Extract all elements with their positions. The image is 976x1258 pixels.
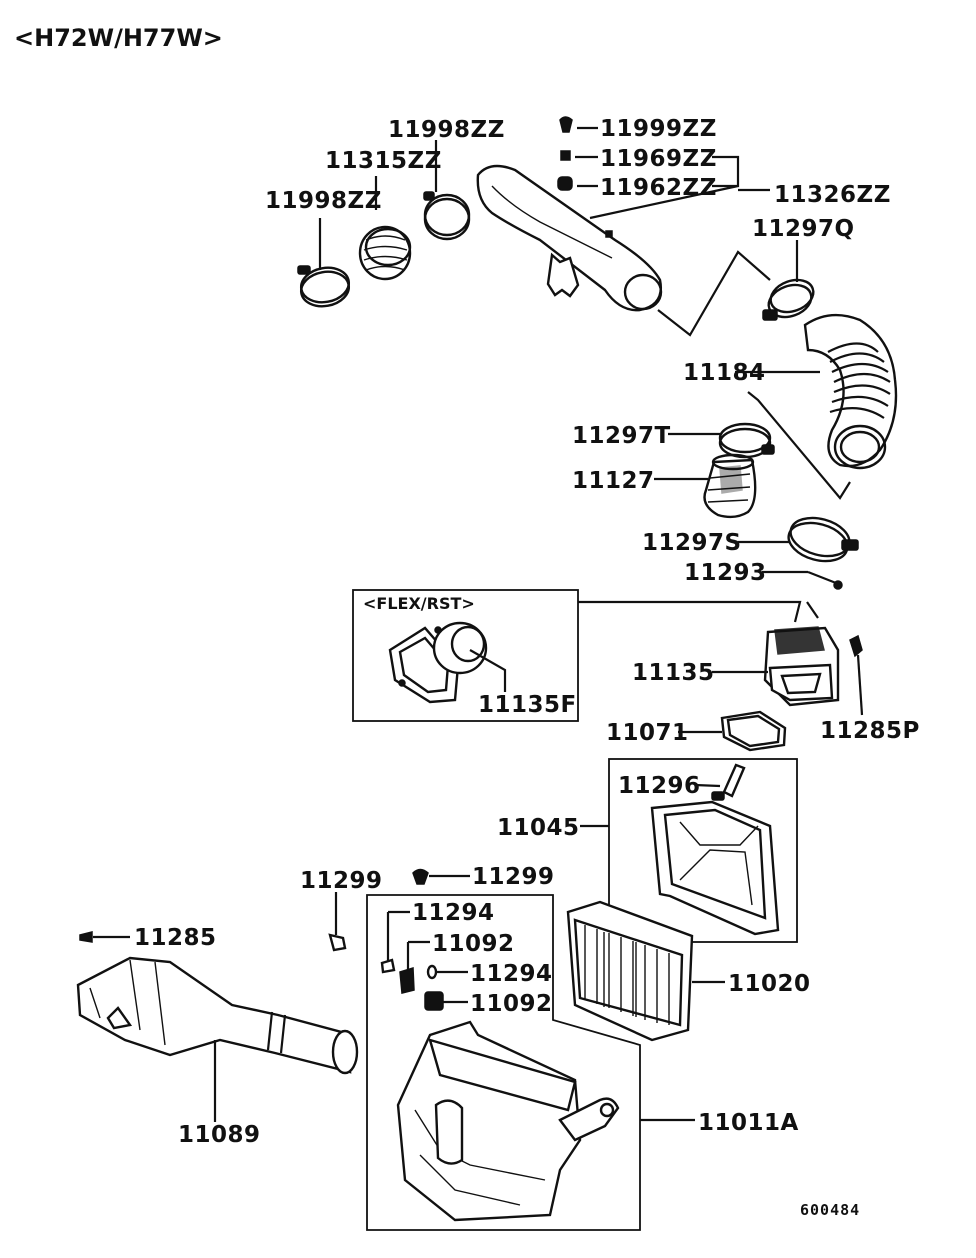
air-guide-11127-drawing (703, 453, 757, 519)
clamp-11297q-drawing (762, 278, 815, 321)
label-11184: 11184 (683, 360, 766, 386)
label-11969zz: 11969ZZ (600, 146, 717, 172)
label-11299-left: 11299 (300, 868, 383, 894)
airflow-sensor-11135f-drawing (388, 621, 488, 704)
model-header: <H72W/H77W> (14, 24, 223, 52)
cover-group-box (608, 758, 798, 943)
bolt-11293-drawing (807, 570, 843, 590)
filter-element-11020-drawing (566, 900, 694, 1042)
label-11297t: 11297T (572, 423, 671, 449)
label-11011a: 11011A (698, 1110, 799, 1136)
small-parts-drawing (557, 116, 573, 191)
intake-pipe-drawing (476, 164, 663, 312)
label-11293: 11293 (684, 560, 767, 586)
clamp-11297t-drawing (718, 422, 775, 459)
label-11127: 11127 (572, 468, 655, 494)
air-cleaner-cover-11045-drawing (650, 800, 780, 936)
label-11998zz-right: 11998ZZ (388, 117, 505, 143)
flex-rst-inset-label: <FLEX/RST> (363, 594, 475, 613)
label-11315zz: 11315ZZ (325, 148, 442, 174)
air-duct-11089-drawing (76, 956, 359, 1075)
label-11326zz: 11326ZZ (774, 182, 891, 208)
hose-11315zz-drawing (358, 225, 412, 281)
gasket-11071-drawing (720, 710, 787, 752)
label-11135f: 11135F (478, 692, 577, 718)
label-11135: 11135 (632, 660, 715, 686)
label-11297s: 11297S (642, 530, 742, 556)
label-11285p: 11285P (820, 718, 920, 744)
clamp-11998zz-right-drawing (423, 191, 471, 241)
flex-rst-inset-box (352, 589, 579, 722)
case-group-box (366, 894, 641, 1231)
label-11092-upper: 11092 (432, 931, 515, 957)
label-11089: 11089 (178, 1122, 261, 1148)
label-11962zz: 11962ZZ (600, 175, 717, 201)
airflow-sensor-11135-drawing (763, 626, 840, 707)
label-11294-upper: 11294 (412, 900, 495, 926)
screw-11285p-drawing (849, 634, 863, 658)
clamp-11998zz-left-drawing (297, 265, 351, 308)
label-11020: 11020 (728, 971, 811, 997)
label-11071: 11071 (606, 720, 689, 746)
reference-code: 600484 (800, 1201, 860, 1219)
label-11998zz-left: 11998ZZ (265, 188, 382, 214)
label-11999zz: 11999ZZ (600, 116, 717, 142)
clip-11296-drawing (711, 763, 746, 801)
label-11092-lower: 11092 (470, 991, 553, 1017)
air-cleaner-case-11011a-drawing (396, 1020, 620, 1222)
label-11285: 11285 (134, 925, 217, 951)
leader-lines (93, 126, 864, 1122)
label-11297q: 11297Q (752, 216, 855, 242)
label-11296: 11296 (618, 773, 701, 799)
label-11299-right: 11299 (472, 864, 555, 890)
clamp-11297s-drawing (787, 516, 859, 563)
label-11045: 11045 (497, 815, 580, 841)
bellows-hose-11184-drawing (803, 313, 898, 470)
label-11294-lower: 11294 (470, 961, 553, 987)
